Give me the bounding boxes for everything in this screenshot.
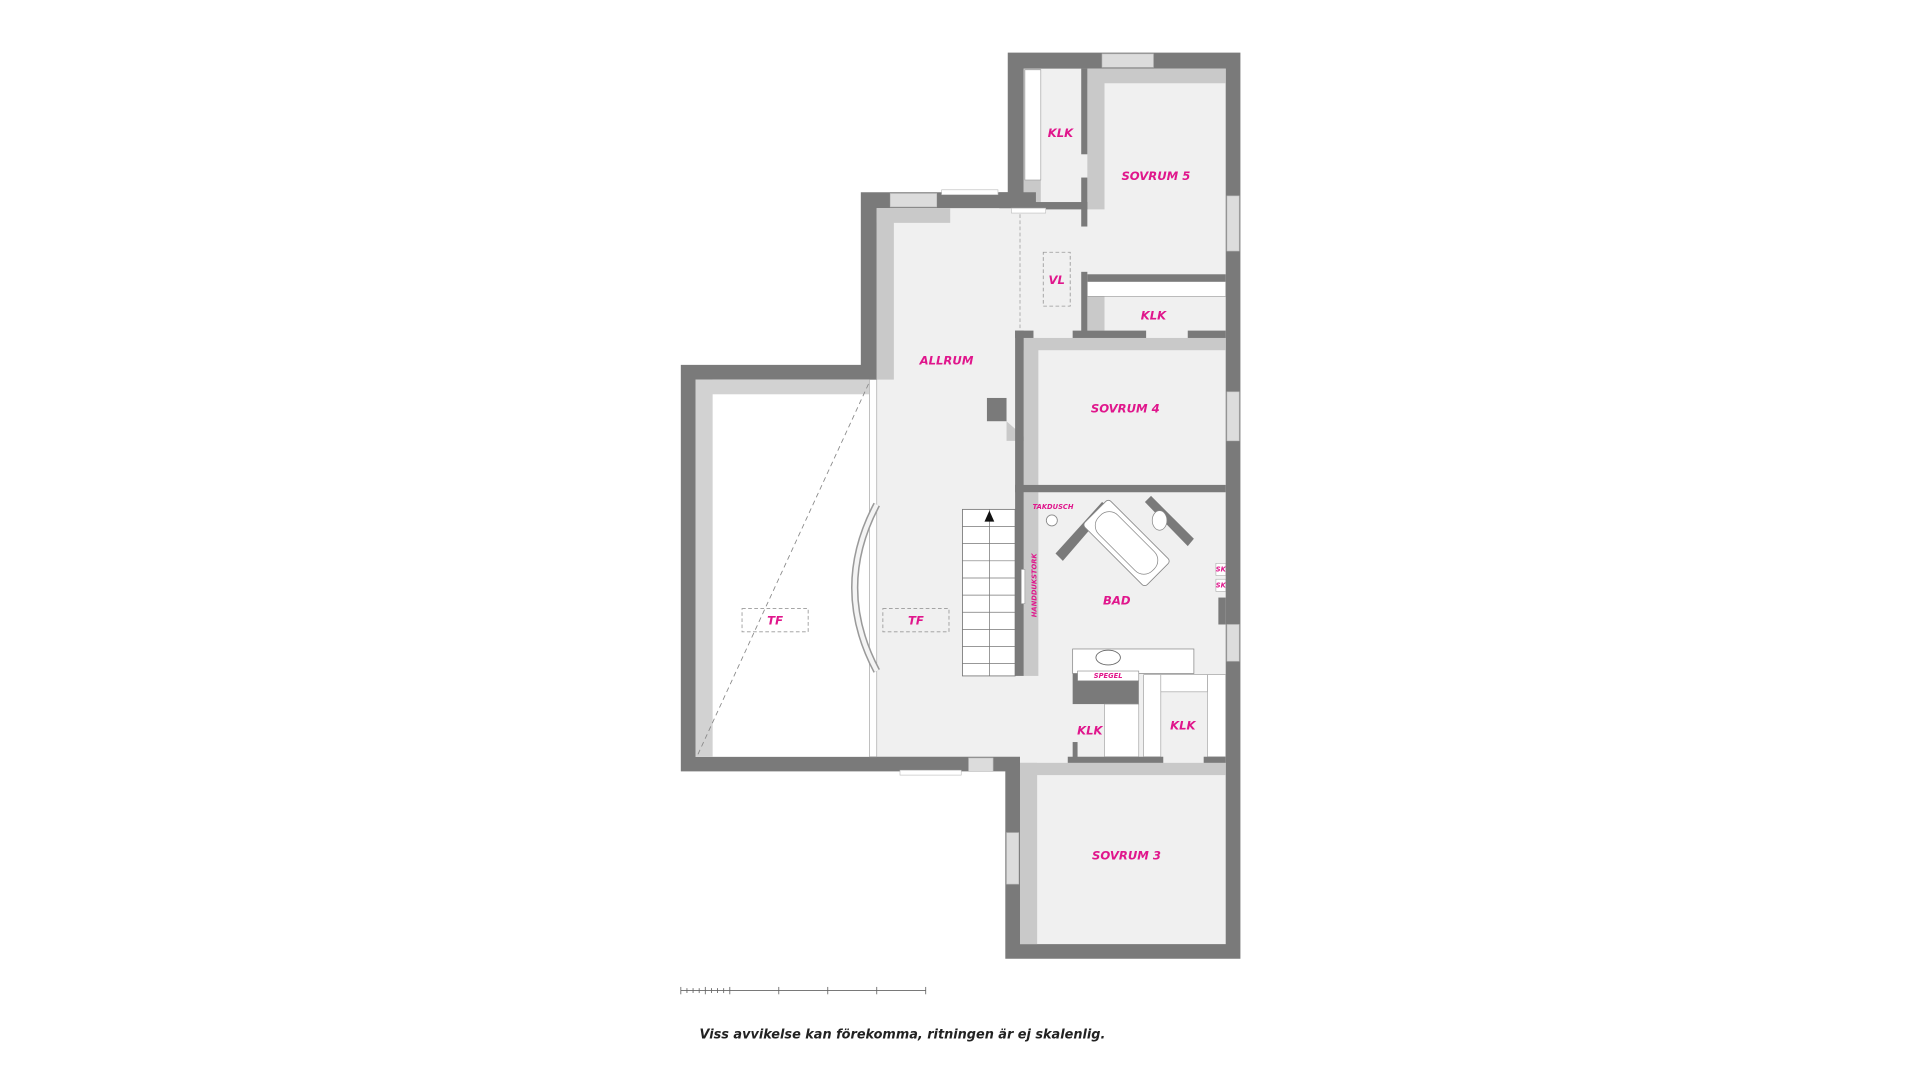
stair-arrow-icon (984, 510, 995, 522)
sink (1095, 649, 1121, 666)
label-sovrum-3: SOVRUM 3 (1092, 848, 1161, 862)
label-takdusch: TAKDUSCH (1033, 503, 1074, 511)
left-room (695, 379, 870, 757)
label-klk-mid: KLK (1141, 308, 1167, 322)
scale-bar (680, 986, 927, 995)
curved-glass-inner (852, 503, 879, 673)
chimney (986, 397, 1007, 422)
sk-cabinet-2 (1215, 578, 1226, 592)
toilet (1151, 510, 1168, 531)
label-sk-1: SK (1216, 565, 1227, 573)
label-klk-bottom-left: KLK (1077, 724, 1103, 738)
windows (889, 53, 1240, 885)
disclaimer-caption: Viss avvikelse kan förekomma, ritningen … (700, 1027, 1106, 1042)
label-klk-bottom-right: KLK (1170, 719, 1196, 733)
label-bad: BAD (1103, 594, 1131, 608)
label-tf-right: TF (908, 613, 924, 627)
label-vl: VL (1049, 273, 1065, 287)
label-allrum: ALLRUM (919, 354, 974, 368)
wall-shadows (876, 68, 1226, 945)
staircase (962, 508, 1016, 677)
label-sovrum-5: SOVRUM 5 (1121, 169, 1190, 183)
mirror (1077, 670, 1140, 682)
sk-cabinet-1 (1215, 563, 1226, 576)
glass-divider (869, 379, 878, 758)
left-room-shadow (695, 379, 713, 757)
towel-rail (1020, 569, 1026, 604)
bathtub (1083, 499, 1170, 587)
tf-marker-left (741, 608, 809, 633)
wardrobes (1024, 69, 1227, 758)
left-room-shadow-top (695, 379, 870, 395)
label-sovrum-4: SOVRUM 4 (1091, 401, 1160, 415)
label-klk-top: KLK (1048, 126, 1074, 140)
label-sk-2: SK (1216, 581, 1227, 589)
label-handdukstork: HANDDUKSTORK (1031, 553, 1039, 618)
vanity (1072, 648, 1195, 674)
shower-head-icon (1045, 514, 1058, 527)
tf-marker-right (882, 608, 950, 633)
label-tf-left: TF (767, 613, 783, 627)
label-spegel: SPEGEL (1094, 672, 1123, 680)
